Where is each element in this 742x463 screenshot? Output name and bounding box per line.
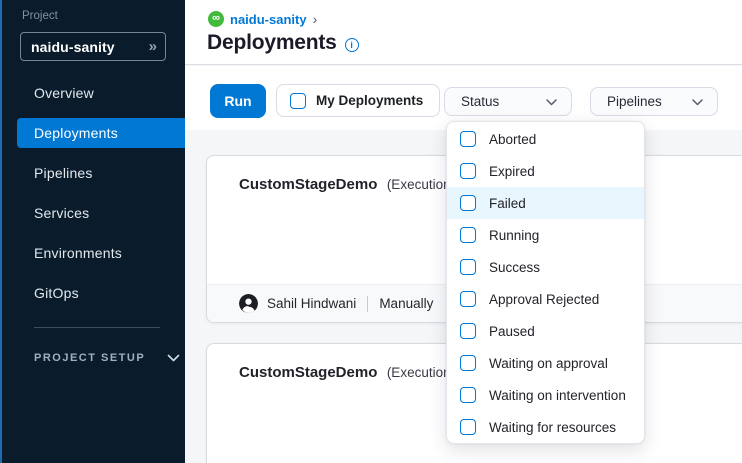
info-icon[interactable]: i	[344, 37, 359, 52]
sidebar-item-environments[interactable]: Environments	[0, 233, 185, 273]
chevron-down-icon	[167, 354, 180, 362]
checkbox[interactable]	[460, 323, 476, 339]
project-setup-label: PROJECT SETUP	[34, 352, 146, 364]
project-label: Project	[22, 10, 58, 22]
checkbox[interactable]	[460, 291, 476, 307]
sidebar-item-deployments[interactable]: Deployments	[17, 118, 185, 148]
status-filter-label: Status	[461, 94, 500, 109]
checkbox[interactable]	[460, 131, 476, 147]
user-avatar-icon	[239, 294, 258, 313]
trigger-type: Manually	[379, 296, 434, 311]
status-option-paused[interactable]: Paused	[447, 315, 644, 347]
project-selector[interactable]: naidu-sanity »	[20, 32, 166, 61]
run-button[interactable]: Run	[210, 84, 266, 118]
toolbar: Run My Deployments Status Pipelines	[185, 66, 742, 130]
sidebar-item-pipelines[interactable]: Pipelines	[0, 153, 185, 193]
expand-icon[interactable]: »	[148, 38, 157, 55]
status-option-running[interactable]: Running	[447, 219, 644, 251]
sidebar-item-label: GitOps	[34, 285, 79, 301]
page-header: ∞ naidu-sanity › Deployments i	[185, 0, 742, 65]
pipeline-name[interactable]: CustomStageDemo	[239, 176, 378, 193]
execution-id-label: (Execution Id	[386, 365, 466, 380]
sidebar-item-label: Deployments	[34, 125, 118, 141]
status-filter-dropdown[interactable]: Status	[444, 87, 572, 116]
checkbox[interactable]	[460, 387, 476, 403]
checkbox[interactable]	[460, 419, 476, 435]
status-option-approval-rejected[interactable]: Approval Rejected	[447, 283, 644, 315]
my-deployments-checkbox[interactable]	[290, 92, 306, 109]
status-option-label: Failed	[489, 195, 526, 211]
deployment-title-row: CustomStageDemo (Execution Id	[207, 156, 742, 194]
chevron-down-icon	[692, 93, 703, 111]
status-option-label: Aborted	[489, 131, 537, 147]
breadcrumb: ∞ naidu-sanity ›	[208, 11, 317, 27]
pipelines-filter-dropdown[interactable]: Pipelines	[590, 87, 718, 116]
my-deployments-label: My Deployments	[316, 93, 424, 108]
status-option-expired[interactable]: Expired	[447, 155, 644, 187]
checkbox[interactable]	[460, 163, 476, 179]
checkbox[interactable]	[460, 355, 476, 371]
status-option-failed[interactable]: Failed	[447, 187, 644, 219]
sidebar-divider	[34, 327, 160, 328]
status-option-label: Approval Rejected	[489, 291, 600, 307]
status-option-label: Waiting for resources	[489, 419, 617, 435]
status-option-waiting-for-resources[interactable]: Waiting for resources	[447, 411, 644, 443]
page-title-row: Deployments i	[207, 31, 359, 55]
status-option-label: Running	[489, 227, 540, 243]
checkbox[interactable]	[460, 259, 476, 275]
status-option-aborted[interactable]: Aborted	[447, 123, 644, 155]
cd-module-icon: ∞	[208, 11, 224, 27]
pipeline-name[interactable]: CustomStageDemo	[239, 364, 378, 381]
sidebar-item-label: Pipelines	[34, 165, 93, 181]
footer-divider	[367, 295, 369, 312]
status-option-success[interactable]: Success	[447, 251, 644, 283]
page-title: Deployments	[207, 31, 337, 54]
pipelines-filter-label: Pipelines	[607, 94, 662, 109]
triggered-by-user: Sahil Hindwani	[267, 296, 357, 311]
checkbox[interactable]	[460, 227, 476, 243]
chevron-right-icon: ›	[312, 10, 318, 27]
status-option-waiting-on-intervention[interactable]: Waiting on intervention	[447, 379, 644, 411]
sidebar-item-gitops[interactable]: GitOps	[0, 273, 185, 313]
sidebar-item-label: Environments	[34, 245, 122, 261]
sidebar-item-project-setup[interactable]: PROJECT SETUP	[0, 344, 185, 372]
deployment-title-row: CustomStageDemo (Execution Id	[207, 344, 742, 382]
status-option-label: Expired	[489, 163, 535, 179]
sidebar-item-label: Services	[34, 205, 90, 221]
status-option-label: Paused	[489, 323, 535, 339]
sidebar: Project naidu-sanity » Overview Deployme…	[0, 0, 185, 463]
status-option-label: Waiting on approval	[489, 355, 608, 371]
execution-id-label: (Execution Id	[386, 177, 466, 192]
chevron-down-icon	[546, 93, 557, 111]
status-option-label: Success	[489, 259, 541, 275]
checkbox[interactable]	[460, 195, 476, 211]
sidebar-item-overview[interactable]: Overview	[0, 73, 185, 113]
status-option-label: Waiting on intervention	[489, 387, 626, 403]
project-name: naidu-sanity	[31, 38, 115, 55]
status-option-waiting-on-approval[interactable]: Waiting on approval	[447, 347, 644, 379]
status-filter-menu: Aborted Expired Failed Running Success A…	[446, 121, 645, 444]
sidebar-item-label: Overview	[34, 85, 94, 101]
breadcrumb-project-link[interactable]: naidu-sanity	[230, 11, 307, 27]
sidebar-nav: Overview Deployments Pipelines Services …	[0, 73, 185, 313]
sidebar-item-services[interactable]: Services	[0, 193, 185, 233]
my-deployments-filter[interactable]: My Deployments	[276, 84, 441, 117]
module-strip	[0, 0, 2, 463]
